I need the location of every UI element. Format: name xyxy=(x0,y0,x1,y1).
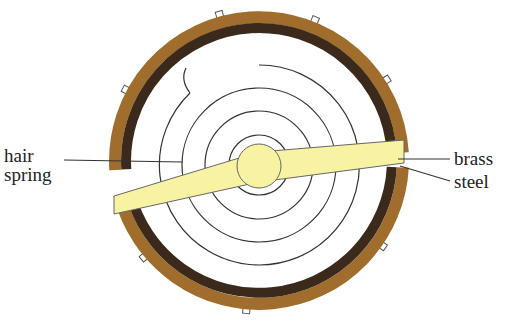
part-label: brass xyxy=(454,149,510,168)
balance-arm xyxy=(114,140,404,214)
leader-lines xyxy=(64,159,450,181)
hub xyxy=(237,144,281,188)
part-label: steel xyxy=(454,172,510,191)
part-label: hair spring xyxy=(4,146,62,184)
